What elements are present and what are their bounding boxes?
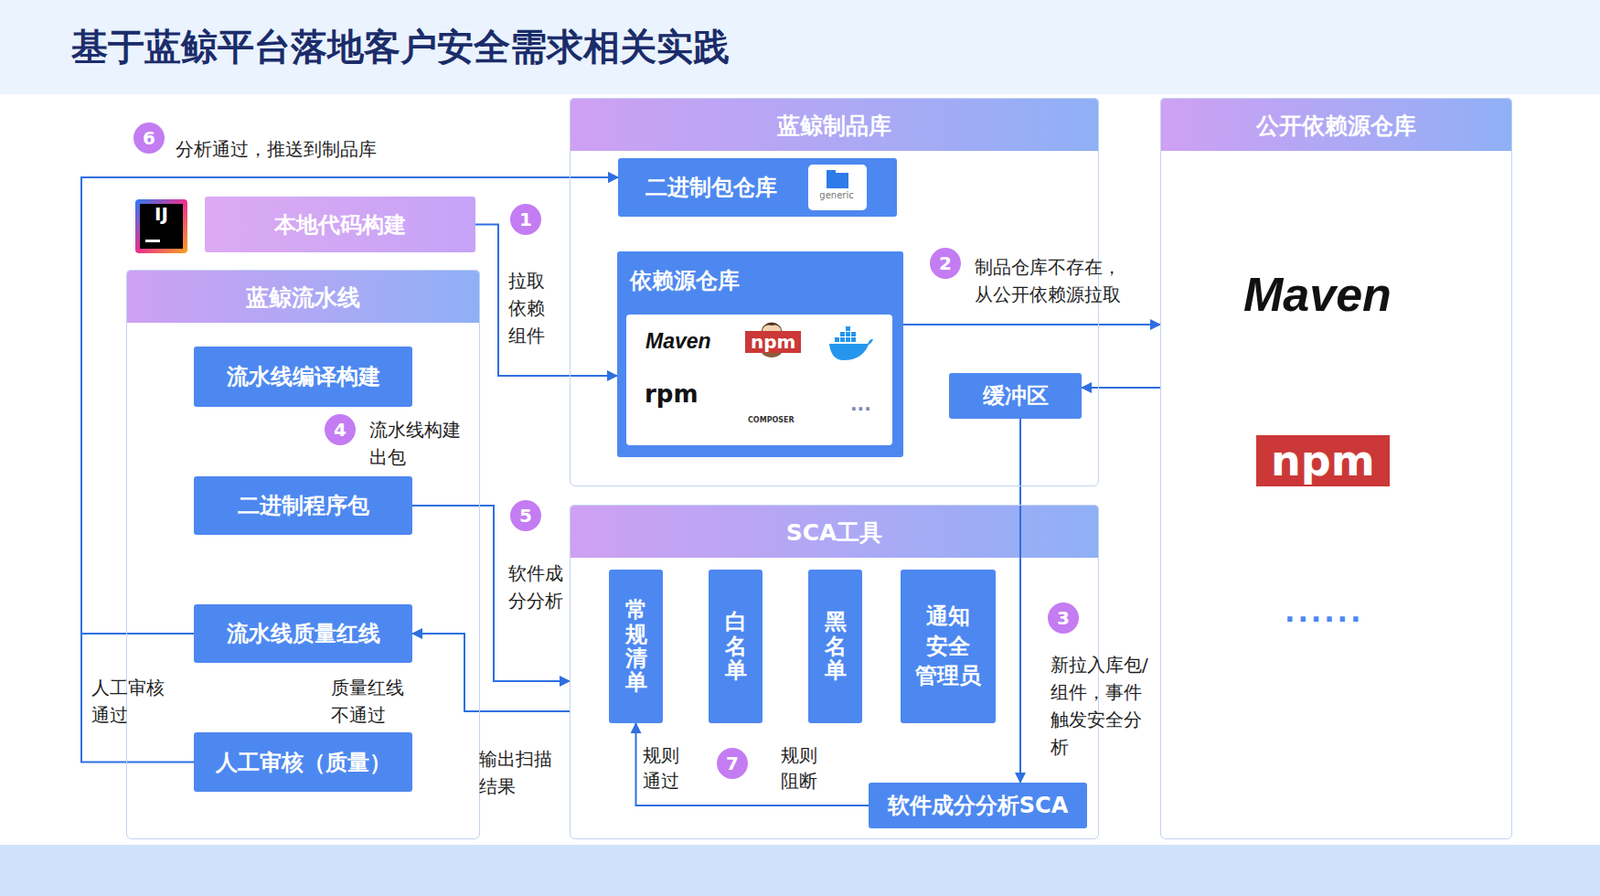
- container-block: [834, 337, 840, 342]
- edge-label: 拉取 依赖 组件: [508, 266, 549, 350]
- callout-number: 7: [716, 747, 748, 779]
- process-box: 软件成分分析SCA: [868, 782, 1088, 829]
- edge-label: 制品仓库不存在， 从公开依赖源拉取: [974, 253, 1127, 309]
- edge-label: 软件成 分分析: [508, 559, 567, 615]
- panel-heading: 蓝鲸流水线: [127, 270, 480, 324]
- box-label: 依赖源仓库: [629, 266, 740, 296]
- callout-number: 6: [133, 122, 165, 154]
- flow-arrow: [636, 723, 870, 806]
- title-band: [0, 0, 1600, 95]
- logo-text: IJ: [139, 202, 183, 225]
- box-label: 黑名单: [824, 609, 847, 683]
- panel-ground: [126, 269, 480, 840]
- container-block: [840, 331, 845, 337]
- box-label: 流水线质量红线: [226, 618, 381, 649]
- flow-arrow: [81, 177, 619, 763]
- flow-arrow: [1081, 386, 1161, 389]
- flow-arrow: [1019, 418, 1022, 783]
- panel-header-band: [569, 97, 1099, 151]
- panel-heading: SCA工具: [570, 505, 1099, 559]
- box-label: 本地代码构建: [274, 210, 406, 240]
- logo-text: COMPOSER: [747, 416, 795, 425]
- container-block: [845, 337, 851, 342]
- ide-icon-body: [139, 203, 183, 249]
- logo-text: npm: [745, 330, 801, 353]
- process-box: 黑名单: [808, 569, 863, 724]
- edge-label: 新拉入库包/ 组件，事件 触发安全分 析: [1050, 650, 1153, 761]
- box-label: 二进制包仓库: [645, 172, 778, 203]
- callout-number: 1: [510, 203, 542, 235]
- box-label: 人工审核（质量）: [215, 747, 392, 778]
- composer-hair: [760, 322, 783, 330]
- folder-body: [826, 172, 849, 189]
- note-text: 质量红线 不通过: [330, 673, 408, 729]
- process-box: 人工审核（质量）: [193, 732, 413, 792]
- container-block: [845, 326, 851, 331]
- logo-text: npm: [1256, 435, 1390, 487]
- note-text: 规则 阻断: [780, 742, 822, 794]
- edge-label: 人工审核 通过: [91, 673, 169, 729]
- logo-text: generic: [807, 190, 866, 201]
- box-label: 流水线编译构建: [226, 362, 381, 392]
- process-box: 流水线质量红线: [193, 604, 413, 663]
- panel-ground: [1160, 97, 1513, 840]
- process-box: 本地代码构建: [204, 196, 476, 253]
- process-box: 依赖源仓库: [617, 251, 904, 458]
- container-block: [845, 331, 851, 337]
- whale-body: [829, 339, 874, 361]
- flow-arrow: [412, 505, 570, 682]
- edge-label: 规则 通过: [642, 742, 683, 794]
- panel-header-band: [1160, 97, 1513, 151]
- callout-number: 3: [1047, 602, 1079, 634]
- process-box: 二进制包仓库: [618, 158, 897, 217]
- callout-number: 5: [510, 500, 542, 532]
- panel-heading: 公开依赖源仓库: [1161, 98, 1512, 152]
- process-box: 白名单: [708, 569, 763, 724]
- page-title: 基于蓝鲸平台落地客户安全需求相关实践: [71, 21, 730, 73]
- box-label: 常规清单: [625, 597, 648, 695]
- logo-text: ...: [850, 393, 872, 416]
- bottom-band: [0, 844, 1600, 896]
- flow-arrow: [81, 177, 619, 634]
- logo-text: Maven: [1243, 266, 1392, 322]
- container-block: [851, 337, 856, 342]
- note-text: 流水线构建 出包: [369, 416, 465, 471]
- panel-header-band: [126, 269, 480, 323]
- generic-icon: [808, 164, 867, 211]
- flow-arrow: [475, 224, 618, 377]
- container-block: [840, 337, 845, 342]
- panel-heading: 蓝鲸制品库: [570, 98, 1099, 152]
- callout-number: 2: [929, 247, 961, 279]
- ide-icon-frame: [135, 199, 188, 254]
- flow-arrow: [412, 633, 570, 712]
- edge-label: 输出扫描 结果: [479, 745, 556, 800]
- process-box: 流水线编译构建: [193, 346, 413, 407]
- edge-label: 分析通过，推送到制品库: [175, 135, 395, 163]
- callout-number: 4: [324, 414, 356, 446]
- process-box: 常规清单: [608, 569, 663, 724]
- box-label: 白名单: [725, 609, 747, 683]
- group-panel: 蓝鲸流水线流水线编译构建二进制程序包流水线质量红线人工审核（质量）: [126, 269, 480, 840]
- box-label: 二进制程序包: [237, 490, 370, 521]
- process-box: 通知 安全 管理员: [900, 569, 995, 724]
- box-label: 通知 安全 管理员: [911, 601, 984, 691]
- container-block: [851, 331, 856, 337]
- ide-icon-bar: [145, 239, 160, 243]
- process-box: 二进制程序包: [193, 476, 413, 535]
- logo-text: Maven: [645, 329, 712, 354]
- box-label: 软件成分分析SCA: [887, 790, 1068, 821]
- logo-text: rpm: [644, 380, 699, 408]
- box-label: 缓冲区: [982, 381, 1049, 411]
- logo-text: ......: [1284, 596, 1364, 629]
- flow-arrow: [903, 323, 1161, 326]
- docker-logo: [827, 325, 874, 364]
- process-box: 缓冲区: [949, 373, 1082, 419]
